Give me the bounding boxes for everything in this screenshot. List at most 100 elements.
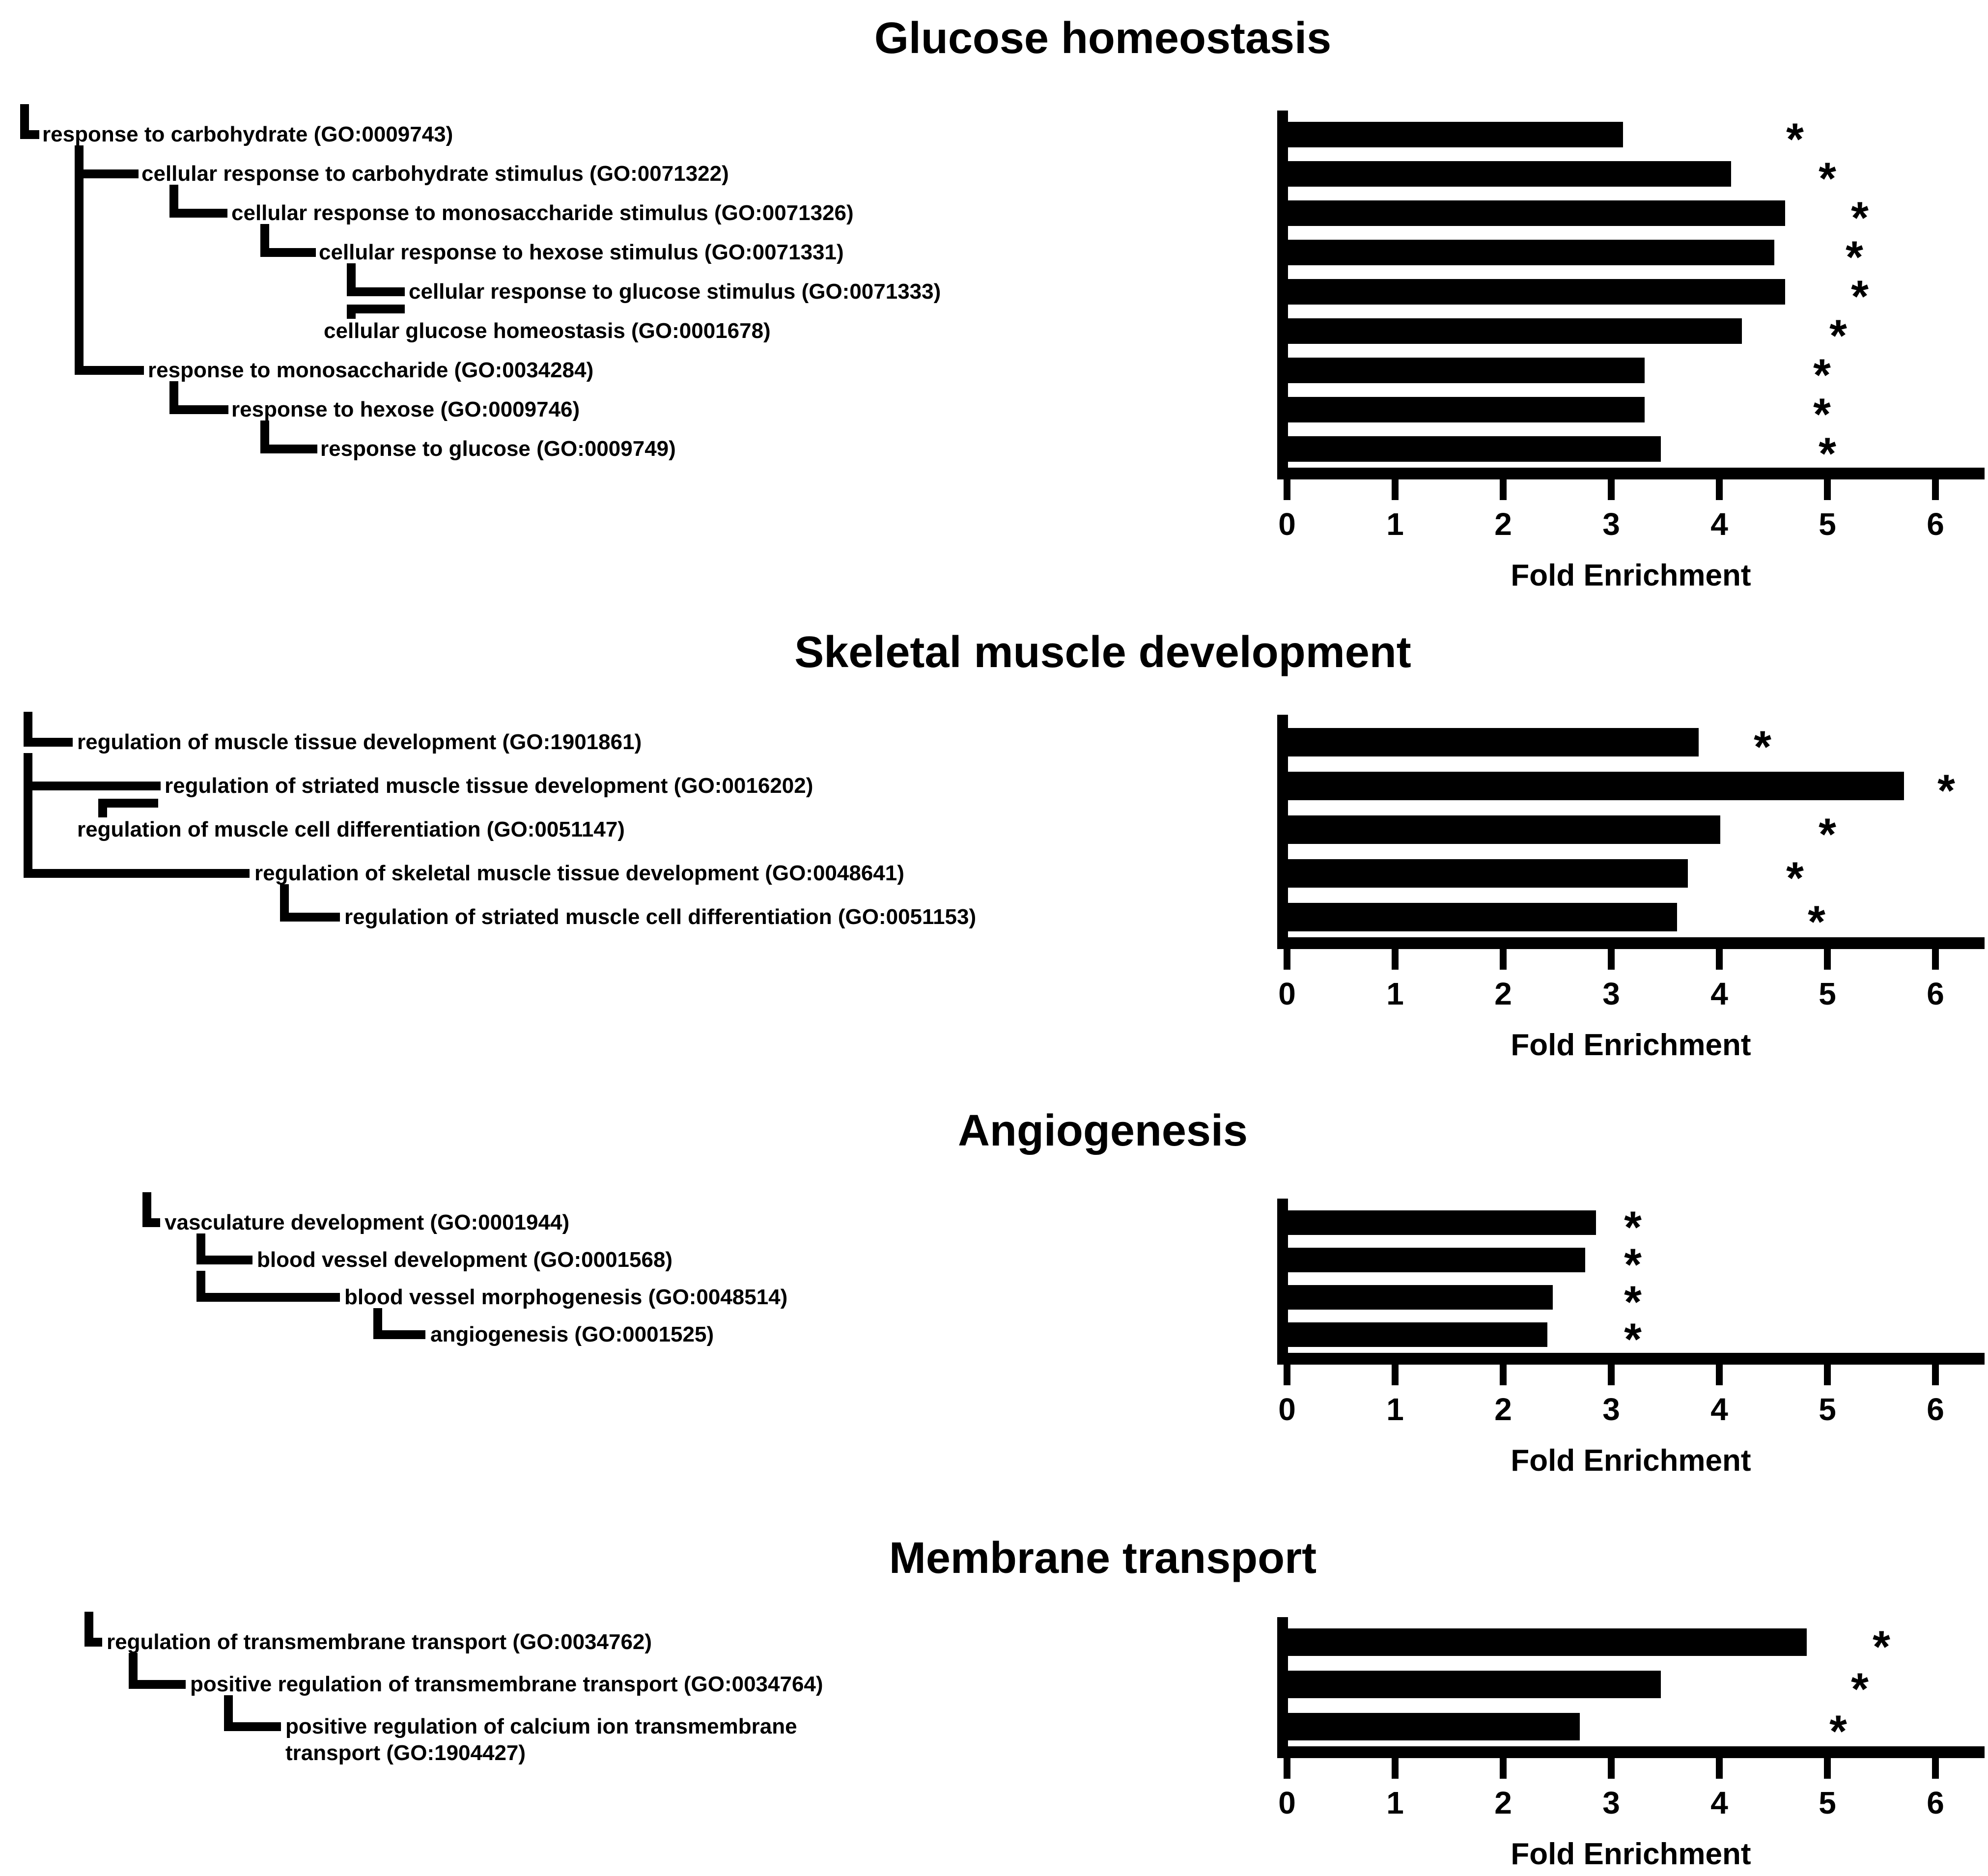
x-axis-line (1277, 937, 1985, 949)
bar (1288, 859, 1688, 888)
tree-connector (169, 209, 227, 218)
tree-connector (196, 1293, 340, 1302)
significance-asterisk: * (1851, 1664, 1869, 1714)
axis-tick (1824, 1758, 1831, 1779)
axis-tick (1716, 949, 1723, 970)
bar (1288, 1285, 1553, 1310)
bar (1288, 815, 1720, 844)
significance-asterisk: * (1819, 154, 1836, 204)
tick-label: 4 (1710, 1392, 1728, 1427)
tick-label: 6 (1927, 1392, 1944, 1427)
y-axis-spine (1277, 111, 1288, 479)
bar (1288, 772, 1904, 800)
tick-label: 2 (1494, 976, 1512, 1011)
go-term-label: response to hexose (GO:0009746) (231, 397, 580, 421)
go-term-label: vasculature development (GO:0001944) (165, 1210, 570, 1234)
significance-asterisk: * (1873, 1622, 1890, 1672)
tree-connector (260, 248, 316, 257)
tick-label: 3 (1602, 1392, 1620, 1427)
tree-connector (24, 782, 161, 790)
tree-connector (75, 145, 84, 375)
go-term-label: cellular glucose homeostasis (GO:0001678… (324, 319, 771, 343)
axis-tick (1932, 949, 1939, 970)
significance-asterisk: * (1754, 722, 1771, 772)
x-axis-title: Fold Enrichment (1511, 1444, 1751, 1478)
bar (1288, 318, 1742, 344)
go-term-label: positive regulation of transmembrane tra… (190, 1672, 823, 1696)
tree-connector (75, 366, 144, 375)
go-term-label: response to glucose (GO:0009749) (320, 437, 676, 461)
panel-title: Angiogenesis (957, 1106, 1248, 1155)
tick-label: 0 (1278, 506, 1296, 542)
significance-asterisk: * (1813, 390, 1831, 440)
significance-asterisk: * (1786, 853, 1804, 903)
tick-label: 0 (1278, 976, 1296, 1011)
tree-connector (280, 884, 289, 922)
axis-tick (1392, 1365, 1399, 1385)
tick-label: 1 (1386, 976, 1404, 1011)
significance-asterisk: * (1813, 350, 1831, 400)
tree-connector (20, 130, 39, 139)
go-term-label: regulation of skeletal muscle tissue dev… (254, 861, 904, 885)
tick-label: 3 (1602, 976, 1620, 1011)
tree-connector (129, 1653, 138, 1689)
tick-label: 1 (1386, 1785, 1404, 1820)
tick-label: 4 (1710, 1785, 1728, 1820)
significance-asterisk: * (1937, 766, 1955, 816)
axis-tick (1824, 1365, 1831, 1385)
axis-tick (1500, 949, 1507, 970)
tick-label: 6 (1927, 506, 1944, 542)
tick-label: 4 (1710, 506, 1728, 542)
tree-connector (280, 913, 340, 922)
tree-connector (75, 169, 139, 178)
axis-tick (1716, 1758, 1723, 1779)
x-axis-title: Fold Enrichment (1511, 1028, 1751, 1062)
tree-connector (224, 1695, 233, 1731)
tree-connector (129, 1680, 186, 1689)
axis-tick (1608, 479, 1615, 500)
significance-asterisk: * (1846, 232, 1863, 282)
tick-label: 5 (1819, 1785, 1836, 1820)
tick-label: 0 (1278, 1392, 1296, 1427)
panel-title: Membrane transport (889, 1534, 1317, 1583)
tick-label: 2 (1494, 1785, 1512, 1820)
go-term-label: response to carbohydrate (GO:0009743) (42, 122, 453, 146)
significance-asterisk: * (1819, 810, 1836, 860)
significance-asterisk: * (1851, 272, 1869, 322)
axis-tick (1716, 479, 1723, 500)
x-axis-line (1277, 468, 1985, 479)
go-term-label: regulation of transmembrane transport (G… (107, 1630, 652, 1654)
bar (1288, 279, 1785, 305)
axis-tick (1392, 949, 1399, 970)
go-term-label: transport (GO:1904427) (285, 1741, 526, 1765)
tree-connector (24, 738, 73, 747)
go-term-label: regulation of muscle tissue development … (77, 730, 642, 754)
axis-tick (1932, 479, 1939, 500)
tick-label: 3 (1602, 1785, 1620, 1820)
bar (1288, 240, 1774, 265)
significance-asterisk: * (1819, 429, 1836, 479)
go-term-label: angiogenesis (GO:0001525) (430, 1322, 714, 1346)
bar (1288, 728, 1699, 756)
go-term-label: regulation of muscle cell differentiatio… (77, 817, 625, 841)
tree-connector (196, 1256, 252, 1264)
y-axis-spine (1277, 1617, 1288, 1758)
bar (1288, 436, 1661, 462)
tree-connector (347, 305, 356, 319)
tick-label: 0 (1278, 1785, 1296, 1820)
tree-connector (84, 1638, 102, 1647)
axis-tick (1392, 1758, 1399, 1779)
axis-tick (1500, 1758, 1507, 1779)
significance-asterisk: * (1624, 1240, 1642, 1290)
panel-title: Skeletal muscle development (794, 628, 1411, 677)
go-term-label: cellular response to monosaccharide stim… (231, 201, 854, 225)
tree-connector (98, 799, 107, 817)
tree-connector (347, 287, 405, 296)
bar (1288, 161, 1731, 187)
bar (1288, 358, 1645, 383)
significance-asterisk: * (1624, 1203, 1642, 1253)
tick-label: 1 (1386, 506, 1404, 542)
tree-connector (142, 1218, 160, 1227)
tree-connector (24, 753, 32, 878)
y-axis-spine (1277, 1199, 1288, 1365)
